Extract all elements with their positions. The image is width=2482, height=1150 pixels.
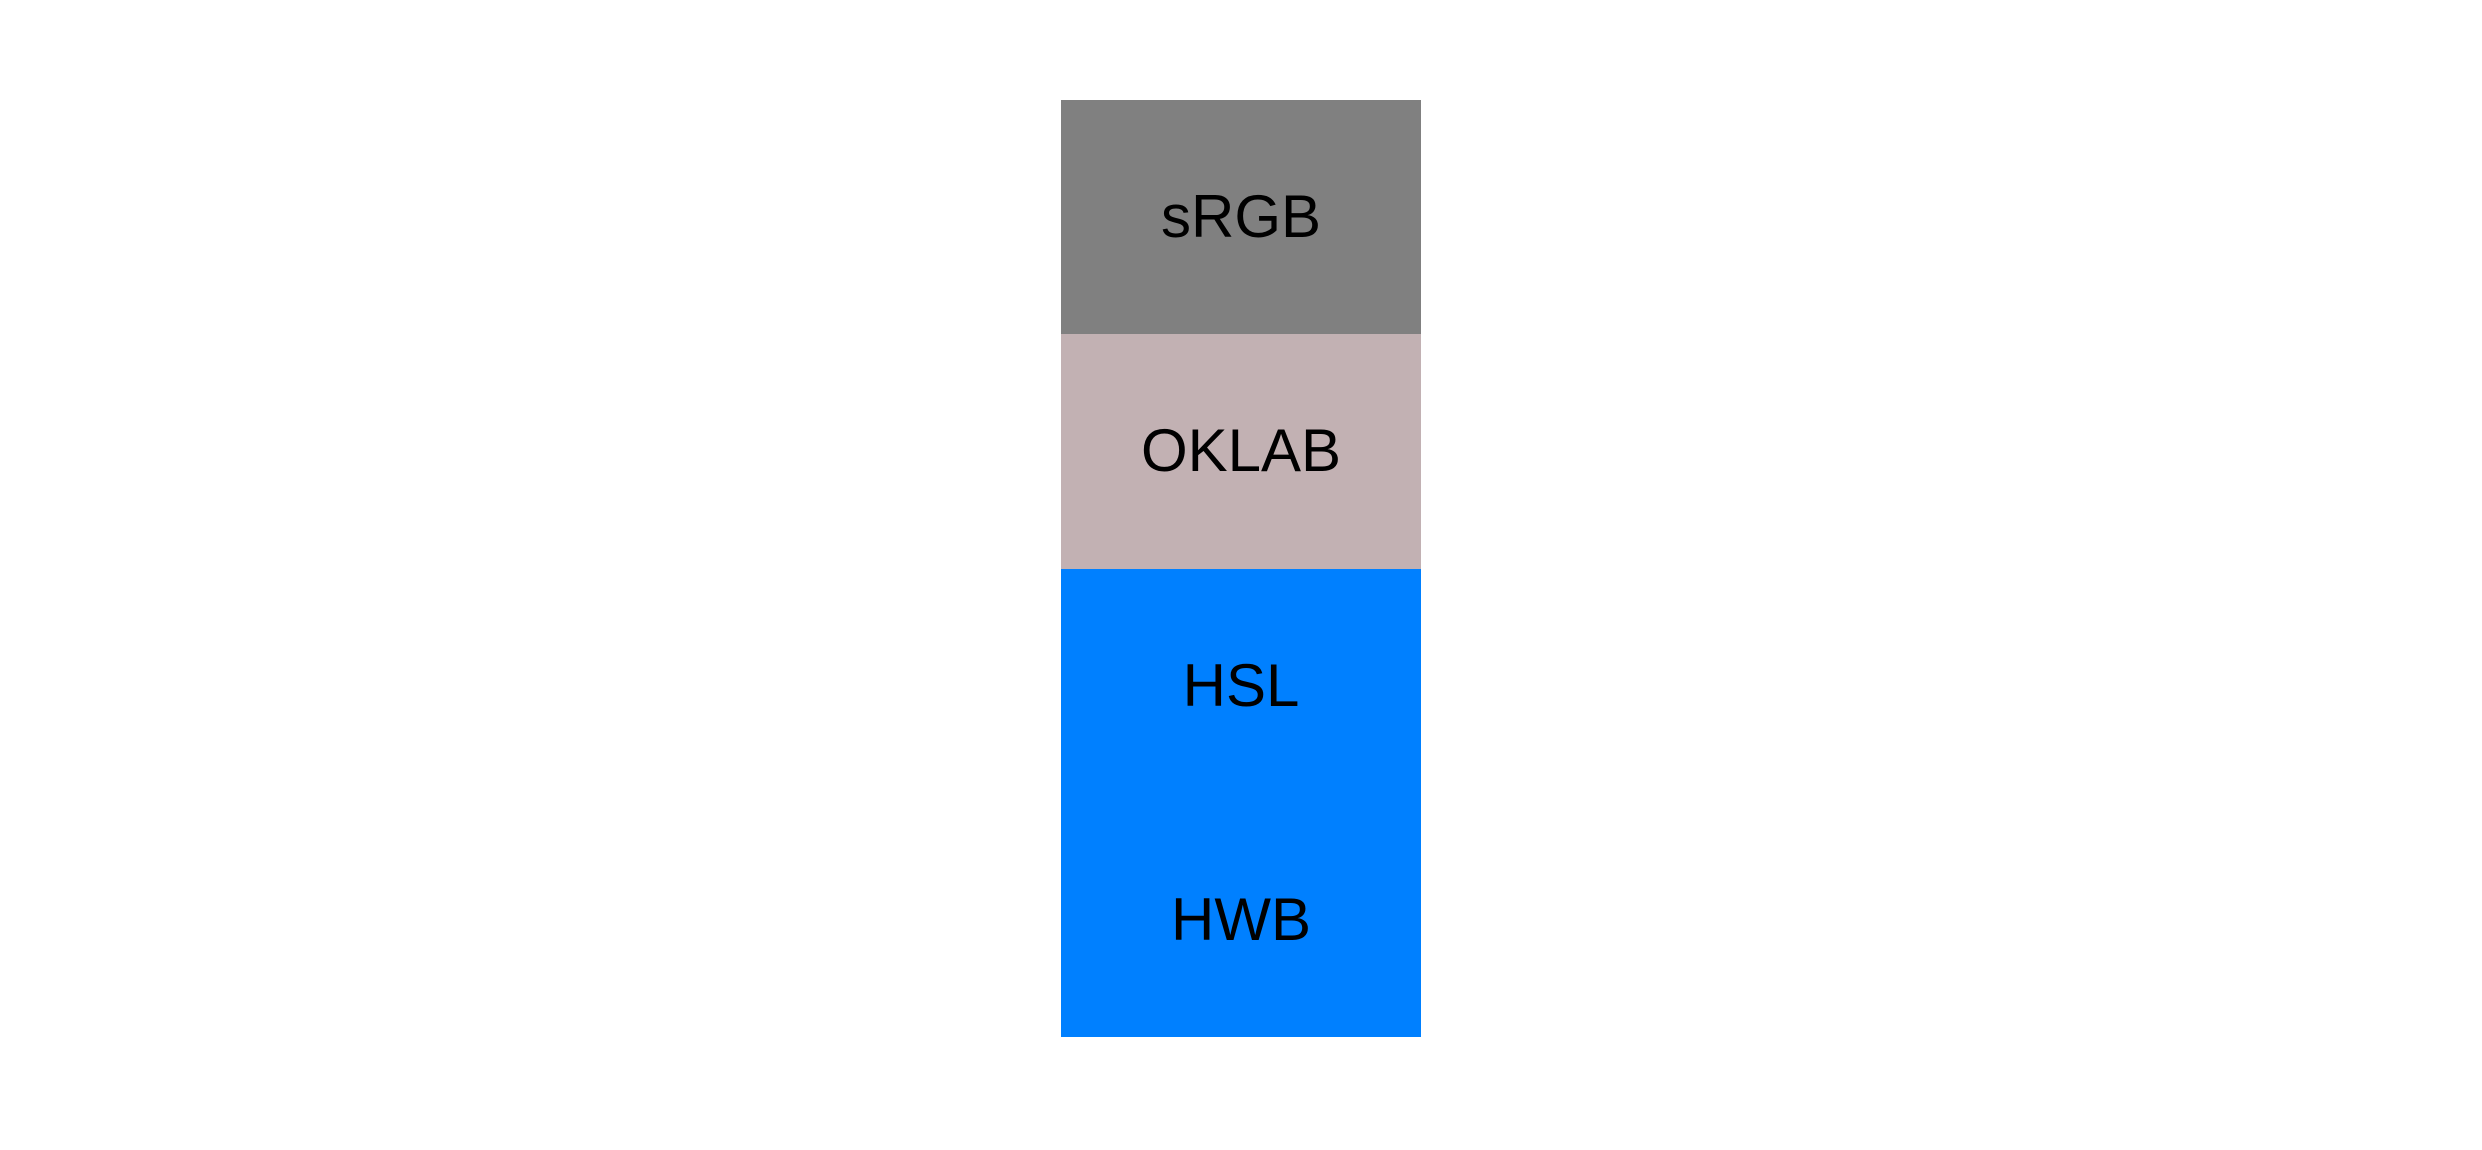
- swatch-hwb-label: HWB: [1171, 885, 1311, 953]
- swatch-oklab: OKLAB: [1061, 334, 1421, 569]
- swatch-srgb-label: sRGB: [1160, 183, 1322, 251]
- swatch-hwb: HWB: [1061, 802, 1421, 1037]
- color-space-swatch-stack: sRGB OKLAB HSL HWB: [1061, 100, 1421, 1037]
- swatch-hsl-label: HSL: [1182, 651, 1300, 719]
- swatch-srgb: sRGB: [1061, 100, 1421, 335]
- swatch-hsl: HSL: [1061, 568, 1421, 803]
- swatch-oklab-label: OKLAB: [1140, 417, 1342, 485]
